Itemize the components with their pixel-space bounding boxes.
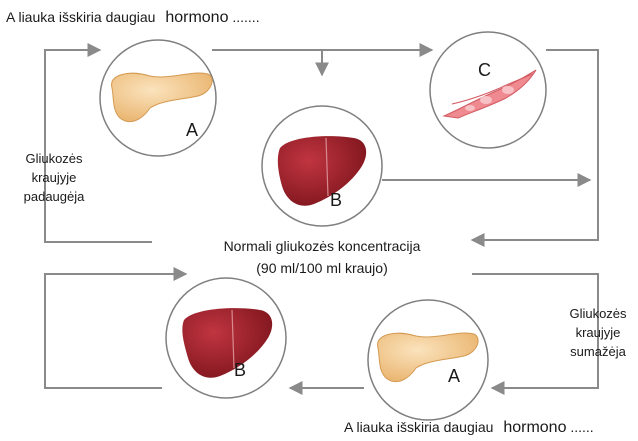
center-line1: Normali gliukozės koncentracija [224,238,421,254]
pancreas-bottom-circle: A [368,300,488,420]
bottom-caption-dots: ...... [570,419,593,435]
bottom-caption: A liauka išskiria daugiau hormono ...... [344,419,594,436]
right-note: Gliukozės kraujyje sumažėja [569,306,627,359]
right-note-line1: Gliukozės [569,306,627,321]
pancreas-top-circle: A [100,40,216,156]
bottom-caption-text: A liauka išskiria daugiau [344,419,493,435]
muscle-circle: C [430,32,546,148]
right-note-line2: kraujyje [576,325,621,340]
circle-label-liver-mid: B [330,190,342,210]
center-line2: (90 ml/100 ml kraujo) [256,260,388,276]
arrow-left-to-center [45,274,186,388]
circle-label-muscle: C [478,60,491,80]
right-note-line3: sumažėja [570,344,626,359]
left-note-line2: kraujyje [32,170,77,185]
left-note-line1: Gliukozės [25,151,83,166]
left-note: Gliukozės kraujyje padaugėja [24,151,85,204]
circle-label-liver-bottom: B [234,360,246,380]
top-caption: A liauka išskiria daugiau hormono ......… [6,9,260,26]
lower-loop-arrows [45,274,598,388]
liver-bottom-circle: B [166,278,286,398]
bottom-caption-hormone: hormono [503,419,566,436]
top-caption-text: A liauka išskiria daugiau [6,9,155,25]
left-note-line3: padaugėja [24,189,85,204]
circle-label-pancreas-bottom: A [448,366,460,386]
top-caption-dots: ....... [232,9,259,25]
center-text: Normali gliukozės koncentracija (90 ml/1… [224,238,421,276]
liver-middle-circle: B [262,106,382,226]
top-caption-hormone: hormono [165,9,228,26]
circle-label-pancreas-top: A [186,120,198,140]
